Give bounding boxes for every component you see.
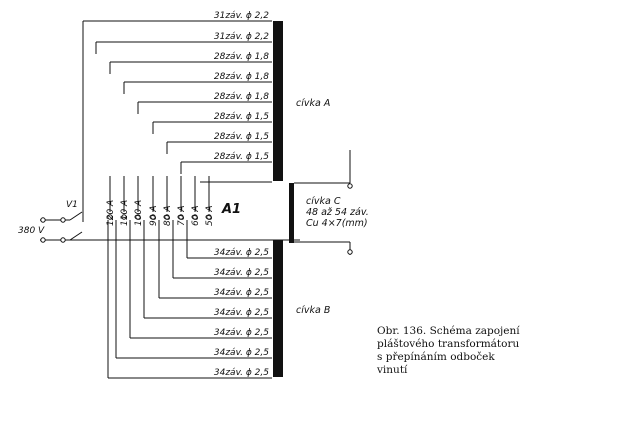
coil-a-winding-label: 28záv. ϕ 1,8 bbox=[214, 52, 269, 62]
tap-label: 70 A bbox=[177, 206, 187, 226]
coil-a-winding-label: 31záv. ϕ 2,2 bbox=[214, 11, 269, 21]
tap-contact bbox=[121, 214, 127, 220]
caption-line-1: Obr. 136. Schéma zapojení bbox=[377, 325, 520, 337]
tap-label: 80 A bbox=[163, 206, 173, 226]
switch-blade bbox=[69, 211, 83, 221]
core-bars bbox=[273, 21, 294, 377]
tap-label: 100 A bbox=[134, 200, 144, 226]
coil-b-winding-label: 34záv. ϕ 2,5 bbox=[214, 288, 269, 298]
caption-line-4: vinutí bbox=[377, 364, 408, 376]
output-terminal bbox=[347, 249, 353, 255]
coil-a-core bbox=[273, 21, 283, 181]
coil-b-winding-label: 34záv. ϕ 2,5 bbox=[214, 308, 269, 318]
tap-contact bbox=[164, 214, 170, 220]
switch-label: V1 bbox=[66, 200, 78, 210]
coil-b-winding-label: 34záv. ϕ 2,5 bbox=[214, 348, 269, 358]
caption-line-3: s přepínáním odboček bbox=[377, 351, 495, 363]
coil-b-winding-label: 34záv. ϕ 2,5 bbox=[214, 268, 269, 278]
supply-terminal bbox=[40, 217, 46, 223]
labels: 31záv. ϕ 2,2 31záv. ϕ 2,2 28záv. ϕ 1,8 28zá… bbox=[18, 11, 369, 378]
tap-contact bbox=[192, 214, 198, 220]
coil-a-winding-label: 31záv. ϕ 2,2 bbox=[214, 32, 269, 42]
tap-label: 120 A bbox=[106, 200, 116, 226]
coil-a-winding-label: 28záv. ϕ 1,8 bbox=[214, 72, 269, 82]
figure-caption: Obr. 136. Schéma zapojení pláštového tra… bbox=[377, 325, 577, 377]
coil-c-label: cívka C bbox=[306, 196, 341, 207]
output-terminal bbox=[347, 183, 353, 189]
coil-a-winding-label: 28záv. ϕ 1,5 bbox=[214, 132, 269, 142]
coil-a-winding-label: 28záv. ϕ 1,5 bbox=[214, 112, 269, 122]
coil-b-winding-label: 34záv. ϕ 2,5 bbox=[214, 328, 269, 338]
tap-contact bbox=[135, 214, 141, 220]
coil-b-winding-label: 34záv. ϕ 2,5 bbox=[214, 248, 269, 258]
switch-blade bbox=[69, 231, 83, 241]
tap-label: 60 A bbox=[191, 206, 201, 226]
core-label: A1 bbox=[221, 202, 241, 217]
switch-contact bbox=[60, 237, 66, 243]
supply-terminal bbox=[40, 237, 46, 243]
coil-b-core bbox=[273, 240, 283, 377]
coil-b-label: cívka B bbox=[296, 305, 330, 316]
tap-label: 50 A bbox=[205, 206, 215, 226]
tap-label: 110 A bbox=[120, 200, 130, 226]
coil-a-label: cívka A bbox=[296, 98, 330, 109]
tap-contact bbox=[178, 214, 184, 220]
caption-line-2: pláštového transformátoru bbox=[377, 338, 520, 350]
coil-a-winding-label: 28záv. ϕ 1,8 bbox=[214, 92, 269, 102]
coil-c-conductor: Cu 4×7(mm) bbox=[306, 218, 368, 229]
tap-contact bbox=[206, 214, 212, 220]
switch-contact bbox=[60, 217, 66, 223]
coil-a-winding-label: 28záv. ϕ 1,5 bbox=[214, 152, 269, 162]
tap-contact bbox=[107, 214, 113, 220]
tap-label: 90 A bbox=[149, 206, 159, 226]
wiring bbox=[40, 20, 353, 379]
coil-c-turns: 48 až 54 záv. bbox=[306, 207, 369, 218]
coil-b-winding-label: 34záv. ϕ 2,5 bbox=[214, 368, 269, 378]
tap-contact bbox=[150, 214, 156, 220]
voltage-label: 380 V bbox=[18, 226, 45, 236]
coil-c-core bbox=[289, 183, 294, 243]
